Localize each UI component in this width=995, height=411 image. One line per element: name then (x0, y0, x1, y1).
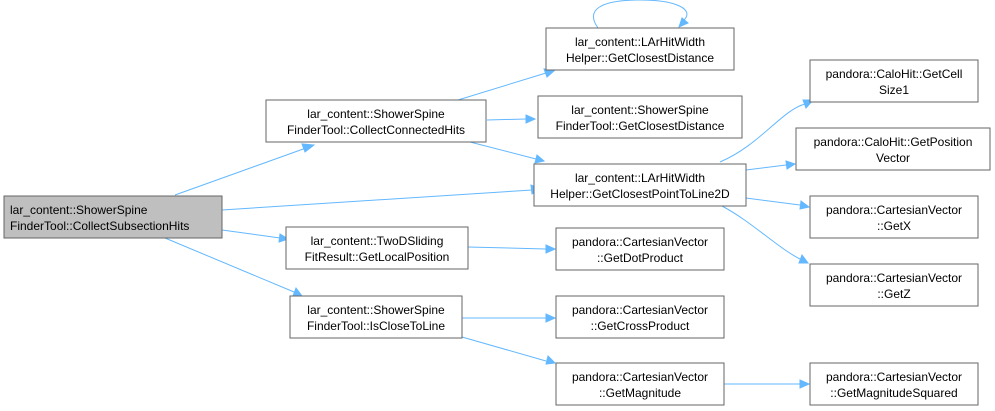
node-label-line1: pandora::CaloHit::GetCell (826, 67, 963, 81)
node-label-line2: ::GetDotProduct (597, 251, 684, 265)
node-label-line2: Helper::GetClosestPointToLine2D (550, 187, 730, 201)
node-showerspine-get-closest-distance[interactable]: lar_content::ShowerSpine FinderTool::Get… (537, 95, 743, 139)
node-label-line1: lar_content::LArHitWidth (575, 171, 705, 185)
node-collect-subsection-hits[interactable]: lar_content::ShowerSpine FinderTool::Col… (3, 195, 223, 239)
node-label-line1: pandora::CaloHit::GetPosition (814, 135, 973, 149)
node-label-line1: lar_content::ShowerSpine (307, 303, 445, 317)
node-label-line2: FinderTool::CollectConnectedHits (287, 123, 465, 137)
node-get-z[interactable]: pandora::CartesianVector ::GetZ (809, 263, 979, 307)
edge-collectconnectedhits-to-showerspine-getclosestdistance (486, 114, 537, 124)
node-label-line1: pandora::CartesianVector (572, 303, 708, 317)
node-label-line2: ::GetMagnitudeSquared (830, 386, 957, 400)
node-label-line2: Vector (876, 151, 910, 165)
node-collect-connected-hits[interactable]: lar_content::ShowerSpine FinderTool::Col… (265, 99, 487, 143)
node-label-line2: Size1 (879, 83, 909, 97)
node-larhitwidth-get-closest-distance[interactable]: lar_content::LArHitWidth Helper::GetClos… (545, 27, 735, 71)
node-label-line1: lar_content::ShowerSpine (571, 103, 709, 117)
edge-collectconnectedhits-to-getclosestpointtoline2d (469, 141, 546, 164)
node-label-line1: pandora::CartesianVector (572, 370, 708, 384)
node-get-dot-product[interactable]: pandora::CartesianVector ::GetDotProduct (555, 227, 725, 271)
edge-larhitwidth-getclosestdistance-self-loop (592, 0, 689, 29)
node-label-line2: ::GetX (877, 219, 911, 233)
node-label-line1: pandora::CartesianVector (826, 370, 962, 384)
edge-getmagnitude-to-getmagnitudesquared (722, 379, 811, 389)
node-label-line1: lar_content::ShowerSpine (10, 203, 148, 217)
node-label-line1: pandora::CartesianVector (826, 203, 962, 217)
edge-getclosestpointtoline2d-to-getpositionvector (745, 160, 797, 171)
node-label-line2: ::GetCrossProduct (591, 319, 690, 333)
node-label-line1: lar_content::TwoDSliding (311, 234, 444, 248)
node-label-line1: lar_content::ShowerSpine (307, 107, 445, 121)
node-get-magnitude[interactable]: pandora::CartesianVector ::GetMagnitude (555, 362, 725, 406)
call-nodes: lar_content::ShowerSpine FinderTool::Col… (3, 27, 991, 406)
edge-getclosestpointtoline2d-to-getx (745, 197, 811, 210)
node-label-line1: lar_content::LArHitWidth (575, 35, 705, 49)
node-label-line2: FinderTool::IsCloseToLine (307, 319, 445, 333)
edge-getlocalposition-to-getdotproduct (467, 244, 557, 254)
node-get-x[interactable]: pandora::CartesianVector ::GetX (809, 195, 979, 239)
edge-isclosetoline-to-getmagnitude (461, 336, 557, 365)
node-get-magnitude-squared[interactable]: pandora::CartesianVector ::GetMagnitudeS… (809, 362, 979, 406)
node-label-line2: FinderTool::GetClosestDistance (556, 119, 725, 133)
node-two-d-sliding-get-local-position[interactable]: lar_content::TwoDSliding FitResult::GetL… (285, 226, 469, 270)
edge-collectsubsectionhits-to-getlocalposition (221, 229, 290, 243)
node-label-line1: pandora::CartesianVector (826, 271, 962, 285)
node-calohit-get-position-vector[interactable]: pandora::CaloHit::GetPosition Vector (795, 127, 991, 171)
edge-getclosestpointtoline2d-to-getz (721, 205, 809, 264)
node-calohit-get-cell-size1[interactable]: pandora::CaloHit::GetCell Size1 (809, 59, 979, 103)
node-label-line2: FitResult::GetLocalPosition (305, 250, 450, 264)
edge-collectsubsectionhits-to-collectconnectedhits (174, 143, 316, 196)
node-label-line2: Helper::GetClosestDistance (566, 51, 714, 65)
node-label-line2: ::GetMagnitude (599, 386, 681, 400)
node-get-closest-point-to-line-2d[interactable]: lar_content::LArHitWidth Helper::GetClos… (533, 163, 747, 207)
node-get-cross-product[interactable]: pandora::CartesianVector ::GetCrossProdu… (555, 295, 725, 339)
edge-isclosetoline-to-getcrossproduct (462, 313, 557, 323)
edge-collectconnectedhits-to-larhitwidth-getclosestdistance (457, 68, 557, 101)
node-is-close-to-line[interactable]: lar_content::ShowerSpine FinderTool::IsC… (289, 295, 463, 339)
edge-collectsubsectionhits-to-isclosetoline (164, 237, 303, 297)
node-label-line2: ::GetZ (877, 287, 910, 301)
node-label-line1: pandora::CartesianVector (572, 235, 708, 249)
node-label-line2: FinderTool::CollectSubsectionHits (10, 219, 189, 233)
edge-collectsubsectionhits-to-getclosestpointtoline2d (221, 184, 543, 211)
